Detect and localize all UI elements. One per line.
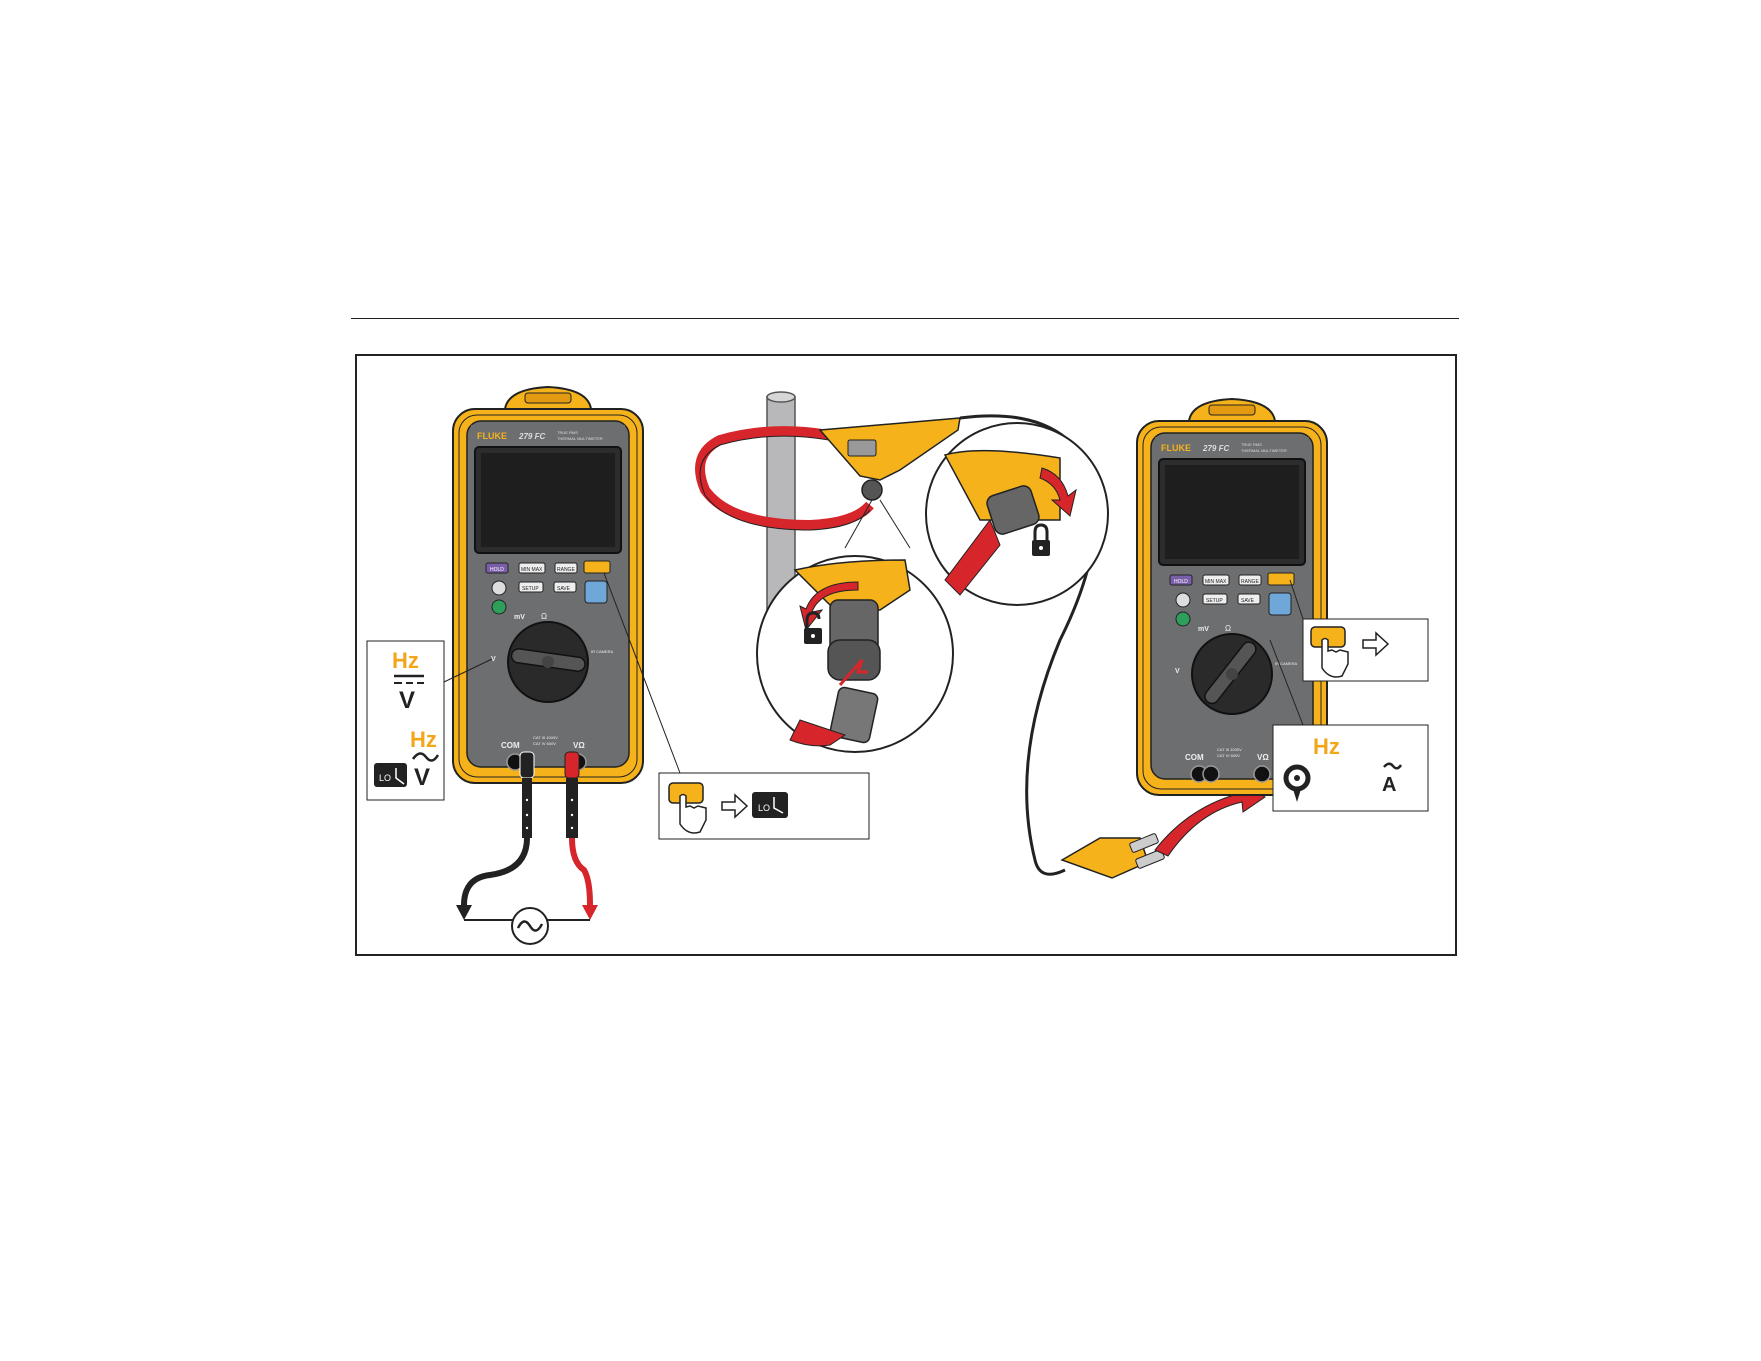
svg-text:IR CAMERA: IR CAMERA bbox=[591, 649, 614, 654]
svg-text:TRUE RMS: TRUE RMS bbox=[1241, 442, 1262, 447]
power-button[interactable] bbox=[492, 600, 506, 614]
meter-subtitle-1: TRUE RMS bbox=[557, 430, 578, 435]
meter-model: 279 FC bbox=[1202, 444, 1229, 453]
function-yellow-button[interactable] bbox=[1268, 573, 1294, 585]
svg-text:MIN MAX: MIN MAX bbox=[1205, 579, 1227, 585]
svg-text:SETUP: SETUP bbox=[1206, 598, 1223, 604]
meter-brand: FLUKE bbox=[1161, 443, 1191, 453]
power-button[interactable] bbox=[1176, 612, 1190, 626]
svg-text:CAT III 1000V: CAT III 1000V bbox=[1217, 747, 1242, 752]
v-ohm-jack[interactable] bbox=[1254, 766, 1270, 782]
svg-text:THERMAL MULTIMETER: THERMAL MULTIMETER bbox=[1241, 448, 1287, 453]
meter-brand: FLUKE bbox=[477, 431, 507, 441]
current-a-label: A bbox=[1382, 774, 1396, 796]
svg-text:SETUP: SETUP bbox=[522, 586, 539, 592]
meter-subtitle-2: THERMAL MULTIMETER bbox=[557, 436, 603, 441]
meter-model: 279 FC bbox=[518, 432, 545, 441]
svg-text:HOLD: HOLD bbox=[1174, 579, 1188, 585]
svg-text:SAVE: SAVE bbox=[1241, 598, 1255, 604]
current-hz-label: Hz bbox=[1313, 734, 1340, 759]
left-multimeter: FLUKE 279 FC TRUE RMS THERMAL MULTIMETER… bbox=[453, 387, 643, 783]
svg-text:CAT IV 600V: CAT IV 600V bbox=[533, 741, 556, 746]
svg-text:HOLD: HOLD bbox=[490, 567, 504, 573]
svg-text:mV: mV bbox=[1198, 626, 1209, 633]
svg-text:COM: COM bbox=[1185, 753, 1204, 762]
svg-text:Ω: Ω bbox=[1225, 624, 1231, 633]
svg-text:Ω: Ω bbox=[541, 612, 547, 621]
svg-text:CAT III 1000V: CAT III 1000V bbox=[533, 735, 558, 740]
svg-text:COM: COM bbox=[501, 741, 520, 750]
svg-text:RANGE: RANGE bbox=[557, 567, 575, 573]
svg-text:RANGE: RANGE bbox=[1241, 579, 1259, 585]
svg-text:VΩ: VΩ bbox=[573, 741, 585, 750]
connector-lock-detail bbox=[926, 423, 1108, 605]
wireless-button[interactable] bbox=[1269, 593, 1291, 615]
svg-text:CAT IV 600V: CAT IV 600V bbox=[1217, 753, 1240, 758]
function-yellow-button[interactable] bbox=[584, 561, 610, 573]
backlight-button[interactable] bbox=[1176, 593, 1190, 607]
dc-v-label: V bbox=[399, 687, 415, 714]
ac-v-label: V bbox=[414, 764, 430, 791]
wireless-button[interactable] bbox=[585, 581, 607, 603]
ac-hz-label: Hz bbox=[410, 727, 437, 752]
svg-text:LO: LO bbox=[758, 803, 770, 813]
svg-text:MIN MAX: MIN MAX bbox=[521, 567, 543, 573]
svg-text:SAVE: SAVE bbox=[557, 586, 571, 592]
sensor-jack[interactable] bbox=[1203, 766, 1219, 782]
dc-hz-label: Hz bbox=[392, 648, 419, 673]
svg-text:LO: LO bbox=[379, 773, 391, 783]
svg-text:mV: mV bbox=[514, 614, 525, 621]
svg-text:VΩ: VΩ bbox=[1257, 753, 1269, 762]
svg-text:V: V bbox=[1175, 668, 1180, 675]
backlight-button[interactable] bbox=[492, 581, 506, 595]
